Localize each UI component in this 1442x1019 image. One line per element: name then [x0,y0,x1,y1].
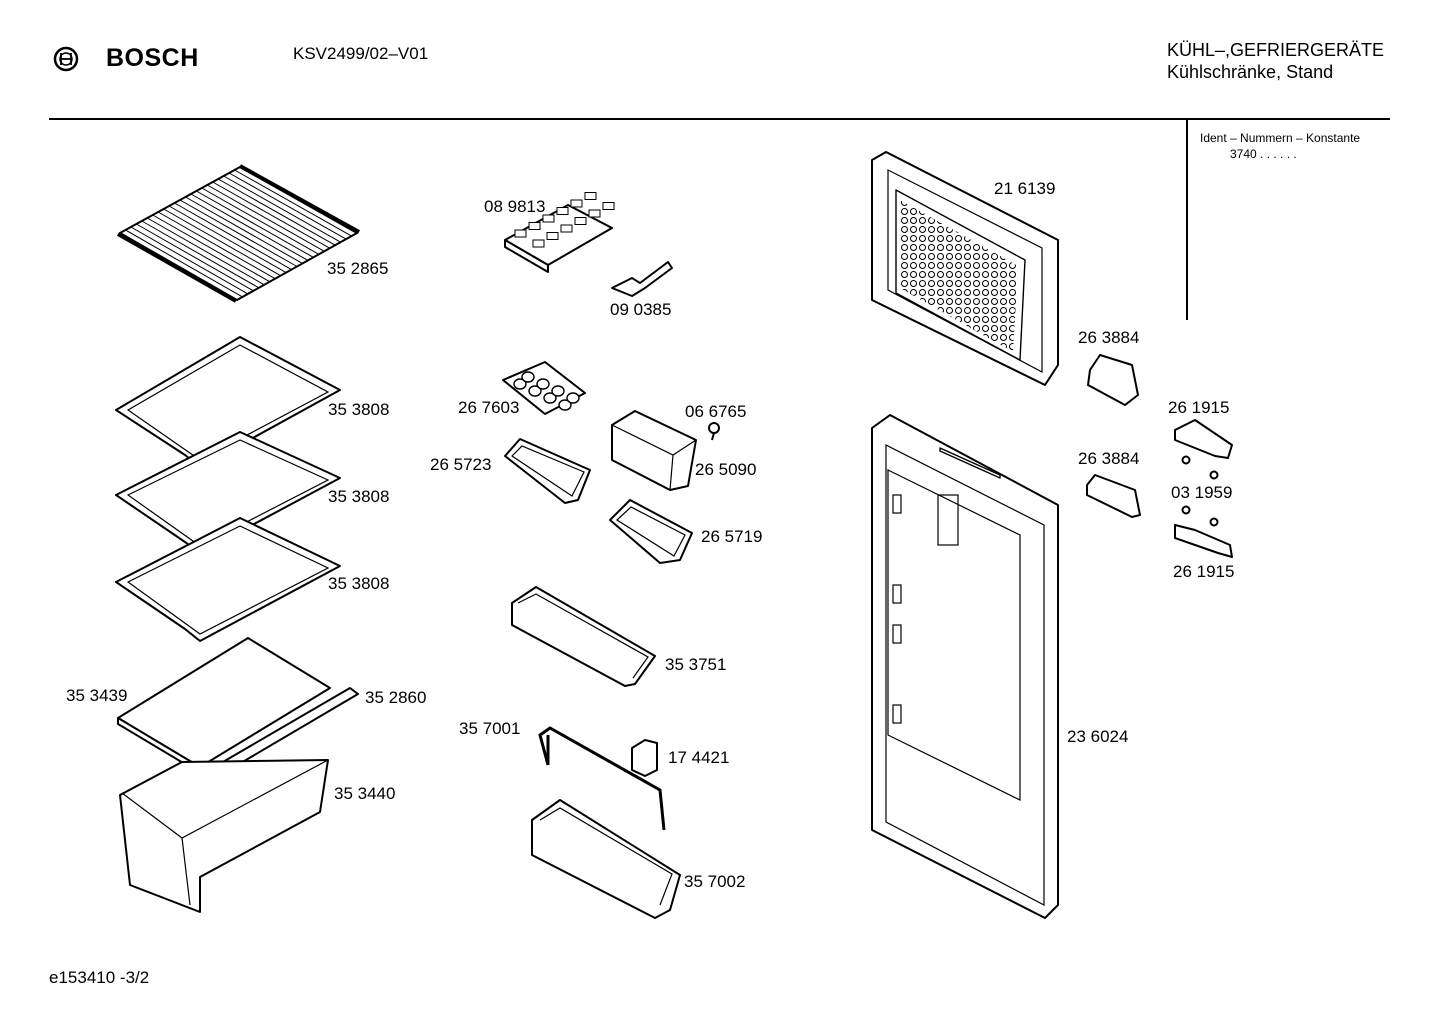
clip-drawing [631,739,658,777]
small-tray-drawing [609,499,693,564]
part-label-357002: 35 7002 [684,872,746,891]
door-handle-drawing-2 [1086,474,1141,518]
bosch-logo-icon [53,46,79,72]
part-label-357001: 35 7001 [459,719,521,738]
door-bin-drawing [511,586,656,687]
ident-value: 3740 . . . . . . [1230,147,1297,161]
part-label-352860: 35 2860 [365,688,427,707]
wire-shelf-drawing [117,164,360,303]
part-label-353751: 35 3751 [665,655,727,674]
ident-label: Ident – Nummern – Konstante [1200,131,1361,145]
part-label-265723: 26 5723 [430,455,492,474]
crisper-drawer-drawing [119,759,329,913]
part-label-267603: 26 7603 [458,398,520,417]
glass-shelf-drawing-2 [115,431,341,554]
butter-compartment-drawing [611,410,697,491]
ice-scraper-drawing [611,261,673,297]
part-label-265090: 26 5090 [695,460,757,479]
small-door-bin-drawing [504,438,591,504]
brand-name: BOSCH [106,44,199,72]
hinge-drawing-1 [1174,419,1233,459]
ice-tray-drawing [504,192,615,273]
glass-shelf-drawing-3 [115,517,341,642]
door-handle-drawing-1 [1087,354,1139,406]
part-label-236024: 23 6024 [1067,727,1129,746]
part-label-353808-3: 35 3808 [328,574,390,593]
model-number: KSV2499/02–V01 [293,44,429,63]
part-label-216139: 21 6139 [994,179,1056,198]
category-title: KÜHL–,GEFRIERGERÄTE [1167,40,1385,60]
freezer-door-drawing [871,151,1059,386]
part-label-089813: 08 9813 [484,197,546,216]
part-label-174421: 17 4421 [668,748,730,767]
egg-tray-drawing [502,361,586,415]
part-label-353439: 35 3439 [66,686,128,705]
part-label-261915-1: 26 1915 [1168,398,1230,417]
part-label-352865: 35 2865 [327,259,389,278]
bottle-bin-drawing [531,799,681,919]
spacer-drawing [1181,455,1219,527]
part-label-263884-1: 26 3884 [1078,328,1140,347]
part-label-265719: 26 5719 [701,527,763,546]
fridge-door-drawing [871,414,1059,919]
glass-shelf-drawing-1 [115,336,341,468]
part-label-261915-2: 26 1915 [1173,562,1235,581]
part-label-353808-1: 35 3808 [328,400,390,419]
screw-drawing [708,422,720,441]
crisper-cover-drawing [117,637,331,774]
part-label-263884-2: 26 3884 [1078,449,1140,468]
part-label-353440: 35 3440 [334,784,396,803]
part-label-353808-2: 35 3808 [328,487,390,506]
hinge-drawing-2 [1174,524,1233,558]
part-label-090385: 09 0385 [610,300,672,319]
category-subtitle: Kühlschränke, Stand [1167,62,1334,82]
drawing-code: e153410 -3/2 [49,968,150,987]
part-label-066765: 06 6765 [685,402,747,421]
bottle-retainer-drawing [538,726,666,831]
part-label-031959: 03 1959 [1171,483,1233,502]
